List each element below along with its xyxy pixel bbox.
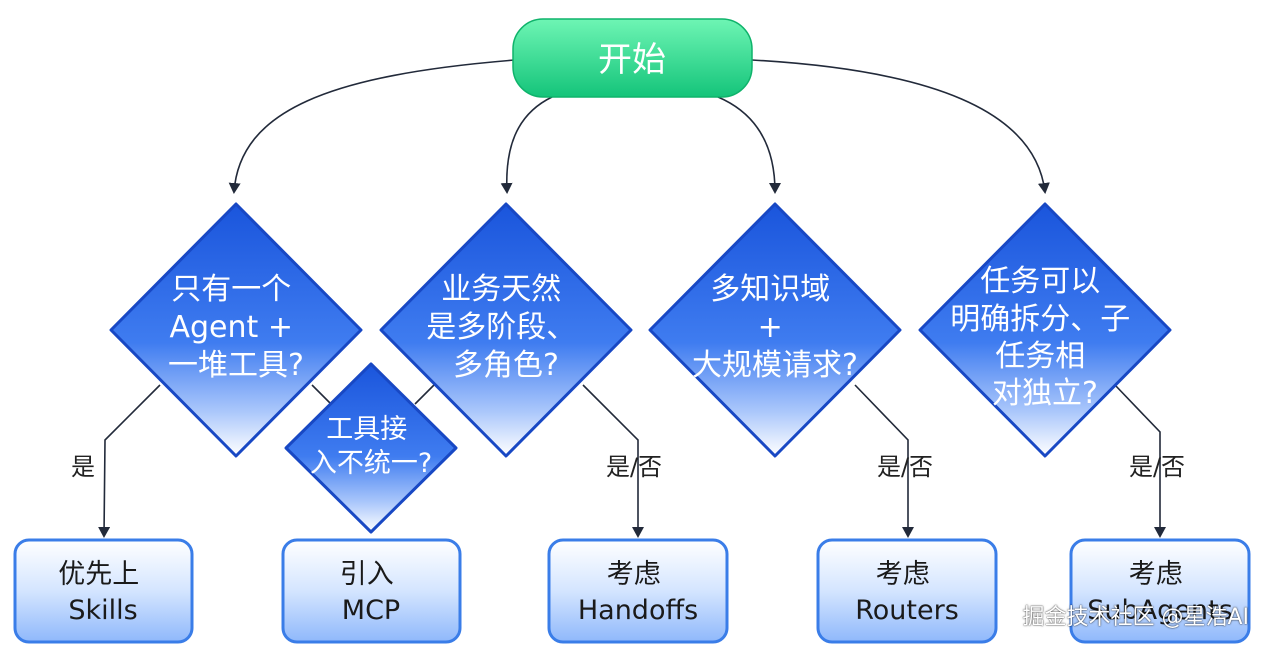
decision-split-task-text: 任务可以 明确拆分、子 任务相 对独立? (950, 264, 1140, 411)
connector-start-to-single-agent (228, 59, 516, 194)
decision-multi-domain: 多知识域 + 大规模请求? (648, 202, 902, 458)
decision-multi-stage-text: 业务天然 是多阶段、 多角色? (426, 272, 586, 383)
start-connectors (228, 59, 1050, 194)
decision-single-agent: 只有一个 Agent + 一堆工具? (109, 202, 363, 458)
decision-multi-stage: 业务天然 是多阶段、 多角色? (379, 202, 633, 458)
outcome-handoffs-text: 考虑 Handoffs (578, 559, 698, 626)
edge-label-routers: 是/否 (877, 453, 933, 481)
edge-labels: 是 是/否 是/否 是/否 (71, 453, 1185, 481)
watermark: 掘金技术社区 @星浩AI (1022, 605, 1249, 630)
connector-split-task-to-subagents (1114, 384, 1166, 538)
connector-multi-domain-to-routers (854, 384, 914, 538)
outcome-skills-text: 优先上 Skills (58, 559, 148, 626)
outcome-skills: 优先上 Skills (13, 538, 194, 644)
start-node: 开始 (512, 18, 753, 98)
connector-start-to-multi-domain (717, 96, 781, 194)
edge-label-handoffs: 是/否 (606, 453, 662, 481)
decision-tool-access-text: 工具接 入不统一? (310, 414, 432, 479)
decision-multi-domain-text: 多知识域 + 大规模请求? (692, 272, 858, 383)
edge-label-skills: 是 (71, 453, 95, 481)
connector-single-agent-to-skills (98, 384, 161, 538)
connector-single-agent-to-tool-access (311, 384, 331, 404)
edge-label-subagents: 是/否 (1129, 453, 1185, 481)
outcome-routers-text: 考虑 Routers (855, 559, 959, 626)
outcome-connectors (98, 384, 1166, 538)
outcome-handoffs: 考虑 Handoffs (547, 538, 729, 644)
start-label: 开始 (598, 40, 666, 80)
decision-tool-access: 工具接 入不统一? (284, 362, 458, 534)
connector-multi-stage-to-handoffs (582, 384, 644, 538)
outcome-mcp-text: 引入 MCP (340, 559, 403, 626)
connector-start-to-multi-stage (500, 96, 553, 194)
decision-split-task: 任务可以 明确拆分、子 任务相 对独立? (918, 202, 1172, 458)
outcome-mcp: 引入 MCP (281, 538, 462, 644)
outcome-subagents: 考虑 SubAgents (1069, 538, 1251, 644)
connector-multi-stage-to-tool-access (414, 384, 435, 405)
connector-start-to-split-task (751, 59, 1050, 194)
outcome-routers: 考虑 Routers (816, 538, 998, 644)
outcome-subagents-text: 考虑 SubAgents (1087, 559, 1232, 626)
decision-single-agent-text: 只有一个 Agent + 一堆工具? (168, 272, 304, 383)
